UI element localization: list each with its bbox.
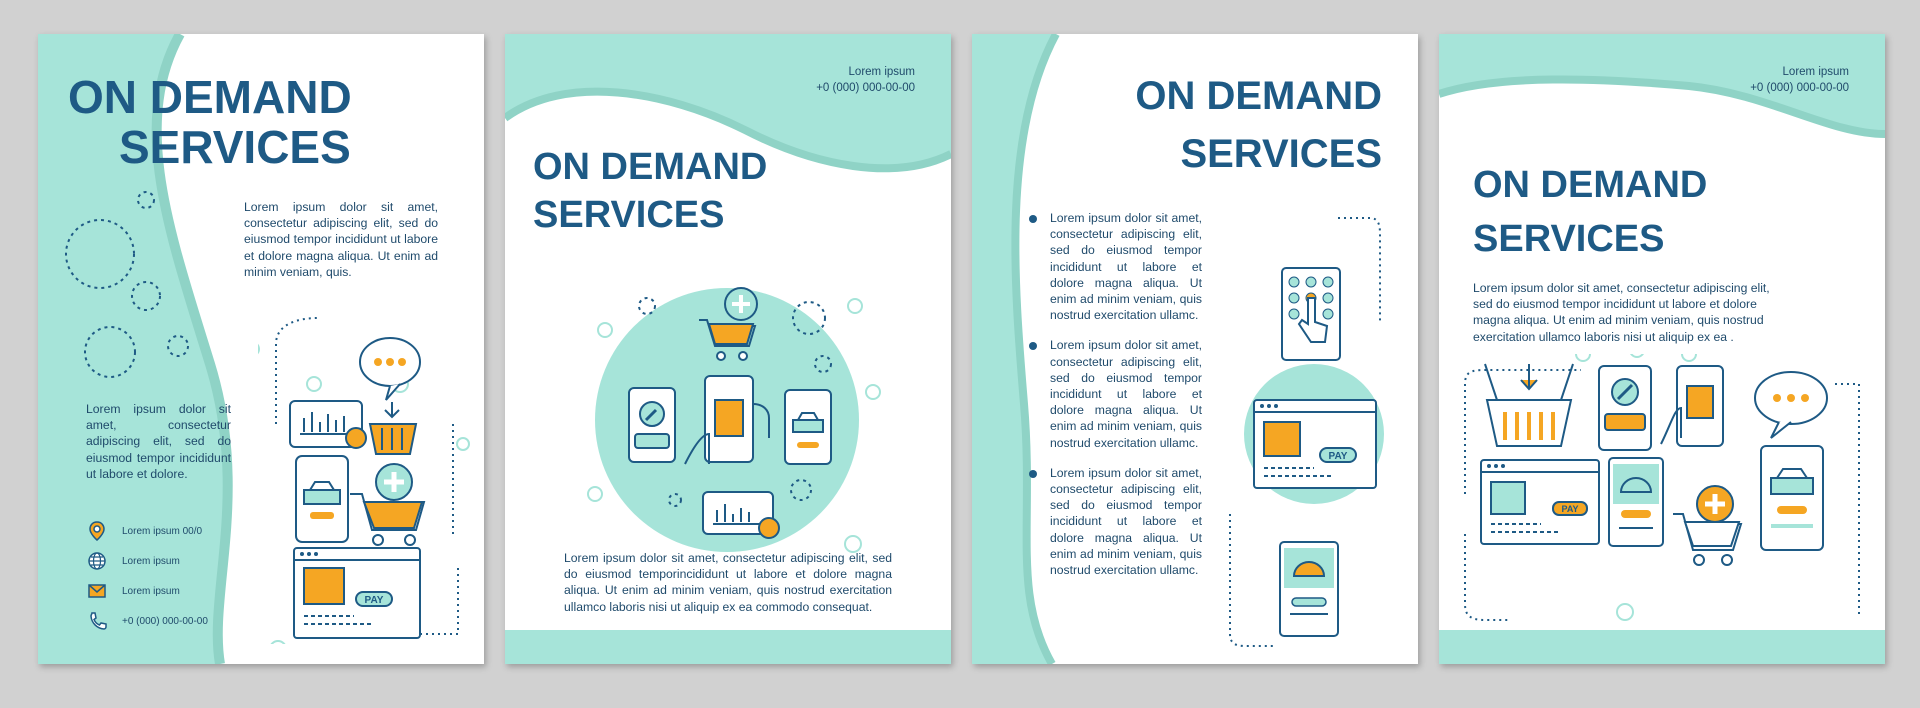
title-line-1: ON DEMAND — [533, 146, 768, 188]
services-illustration: PAY — [1229, 217, 1384, 647]
brochure-page-2: Lorem ipsum +0 (000) 000-00-00 ON DEMAND… — [505, 34, 951, 664]
tablet-chart-icon — [289, 400, 367, 449]
page-title: ON DEMAND SERVICES — [533, 148, 767, 234]
contact-email: Lorem ipsum — [86, 576, 208, 606]
tablet-chart-icon — [702, 491, 780, 539]
contact-address: Lorem ipsum 00/0 — [86, 516, 208, 546]
location-pin-icon — [89, 521, 105, 541]
title-line-2: SERVICES — [119, 121, 351, 173]
title-line-1: ON DEMAND — [1473, 164, 1708, 206]
dotted-frame — [275, 317, 459, 635]
header-contact: Lorem ipsum +0 (000) 000-00-00 — [816, 64, 915, 96]
body-text: Lorem ipsum dolor sit amet, consectetur … — [1473, 281, 1770, 344]
brochure-page-1: ON DEMAND SERVICES Lorem ipsum dolor sit… — [38, 34, 484, 664]
hand-phone-product-icon — [1660, 365, 1724, 447]
browser-pay-icon: PAY — [1480, 459, 1600, 545]
cart-plus-icon — [1673, 485, 1743, 566]
contact-email-text: Lorem ipsum — [122, 585, 180, 597]
body-text: Lorem ipsum dolor sit amet, consectetur … — [564, 551, 892, 614]
page-title: ON DEMAND SERVICES — [68, 74, 352, 170]
contact-phone: +0 (000) 000-00-00 — [1750, 82, 1849, 94]
phone-food-delivery-icon — [1279, 541, 1339, 637]
bullet-item: Lorem ipsum dolor sit amet, consectetur … — [1029, 211, 1202, 323]
contact-phone: +0 (000) 000-00-00 — [86, 606, 208, 636]
globe-icon — [88, 552, 106, 570]
contact-name: Lorem ipsum — [848, 66, 915, 78]
header-contact: Lorem ipsum +0 (000) 000-00-00 — [1750, 64, 1849, 96]
contact-website: Lorem ipsum — [86, 546, 208, 576]
contact-phone-text: +0 (000) 000-00-00 — [122, 615, 208, 627]
mint-wave-background — [972, 34, 1060, 664]
phone-icon — [90, 612, 107, 630]
title-line-2: SERVICES — [1473, 218, 1665, 260]
speech-bubble-icon — [359, 337, 421, 401]
brochure-page-4: Lorem ipsum +0 (000) 000-00-00 ON DEMAND… — [1439, 34, 1885, 664]
pay-label: PAY — [1561, 504, 1578, 514]
dotted-frame — [1464, 369, 1860, 621]
phone-car-icon — [784, 389, 832, 465]
phone-wrench-icon — [1598, 365, 1652, 451]
mint-wave-background — [1439, 34, 1885, 664]
cart-plus-icon — [699, 287, 758, 361]
contact-address-text: Lorem ipsum 00/0 — [122, 525, 203, 537]
services-illustration — [587, 287, 881, 553]
hand-phone-product-icon — [684, 375, 770, 465]
mint-wave-background — [505, 34, 951, 664]
contact-website-text: Lorem ipsum — [122, 555, 180, 567]
cart-plus-icon — [350, 463, 426, 546]
browser-pay-icon: PAY — [1253, 399, 1377, 489]
page-title: ON DEMAND SERVICES — [1135, 76, 1382, 174]
phone-wrench-icon — [628, 387, 676, 463]
brochure-page-3: ON DEMAND SERVICES Lorem ipsum dolor sit… — [972, 34, 1418, 664]
browser-pay-icon: PAY — [293, 547, 421, 639]
envelope-icon — [88, 584, 106, 598]
contact-phone: +0 (000) 000-00-00 — [816, 82, 915, 94]
bullet-item: Lorem ipsum dolor sit amet, consectetur … — [1029, 465, 1202, 578]
phone-touch-icon — [1281, 267, 1341, 361]
page-title: ON DEMAND SERVICES — [1473, 166, 1707, 258]
dotted-frame — [1229, 217, 1381, 647]
mint-wave-background — [38, 34, 233, 664]
pay-label: PAY — [365, 595, 384, 606]
pay-label: PAY — [1329, 451, 1348, 462]
title-line-2: SERVICES — [1180, 132, 1382, 176]
phone-car-icon — [1760, 445, 1824, 551]
body-text-left: Lorem ipsum dolor sit amet, consectetur … — [86, 402, 231, 481]
contact-list: Lorem ipsum 00/0 Lorem ipsum Lorem ipsum… — [86, 516, 208, 636]
basket-download-icon — [368, 402, 418, 455]
bullet-list: Lorem ipsum dolor sit amet, consectetur … — [1029, 210, 1202, 592]
body-text-top: Lorem ipsum dolor sit amet, consectetur … — [244, 200, 438, 279]
contact-name: Lorem ipsum — [1782, 66, 1849, 78]
title-line-1: ON DEMAND — [1135, 74, 1382, 118]
services-illustration: PAY — [1464, 354, 1860, 621]
title-line-1: ON DEMAND — [68, 71, 352, 123]
bullet-item: Lorem ipsum dolor sit amet, consectetur … — [1029, 338, 1202, 450]
basket-download-icon — [1484, 363, 1574, 447]
phone-car-icon — [295, 455, 349, 543]
speech-bubble-icon — [1754, 371, 1828, 439]
title-line-2: SERVICES — [533, 194, 725, 236]
phone-food-delivery-icon — [1608, 457, 1664, 547]
services-illustration: PAY — [258, 317, 470, 644]
